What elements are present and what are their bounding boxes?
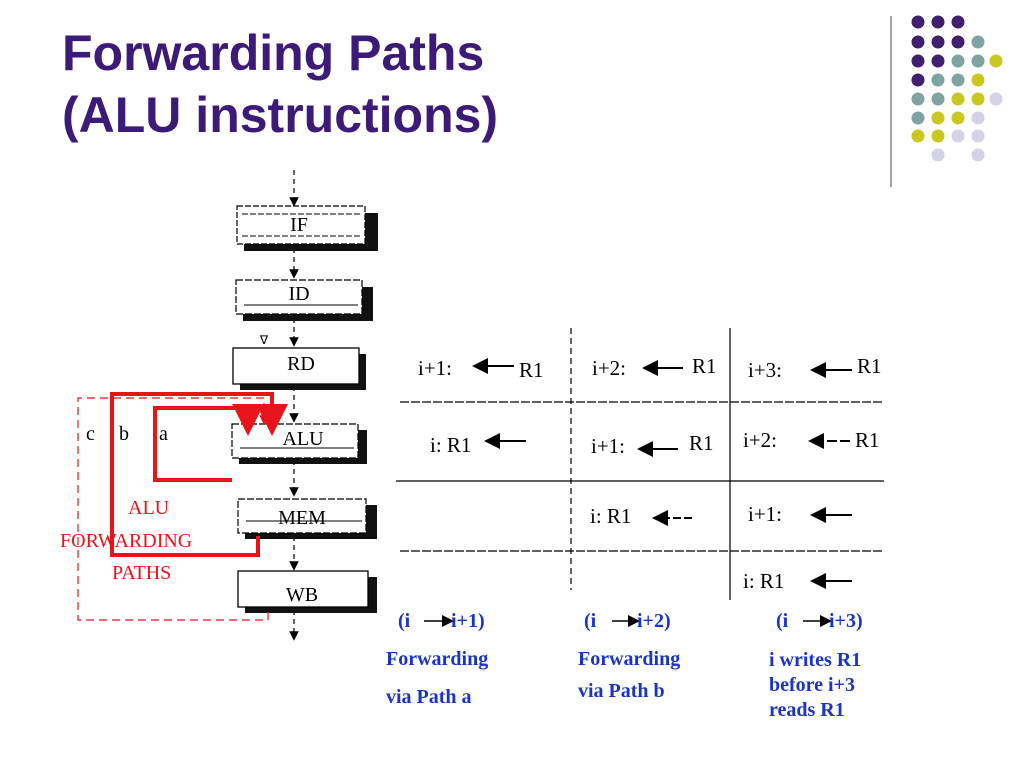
path-label-b: b: [119, 423, 129, 445]
caption3-line1: i writes R1: [769, 649, 862, 671]
col2-row1-reg: R1: [692, 354, 717, 378]
stage-box-wb: [237, 570, 377, 613]
forwarding-label-line2: FORWARDING: [60, 530, 193, 552]
col3-row2-instr: i+2:: [743, 428, 778, 452]
col2-row1-instr: i+2:: [592, 356, 627, 380]
dot-grid-decoration: [911, 15, 1003, 162]
caption2-head-right: i+2): [637, 610, 671, 632]
forwarding-path-b: [110, 392, 288, 557]
caption3-line3: reads R1: [769, 699, 845, 721]
forwarding-label-line1: ALU: [128, 497, 170, 519]
col2-row2-instr: i+1:: [591, 434, 626, 458]
col1-row1-reg: R1: [519, 358, 544, 382]
col2-row2-reg: R1: [689, 431, 714, 455]
caption3-head-left: (i: [776, 610, 789, 632]
col3-row2-reg: R1: [855, 428, 880, 452]
stage-box-id: [235, 279, 373, 321]
col3-row1-instr: i+3:: [748, 358, 783, 382]
title-line-1: Forwarding Paths: [62, 25, 485, 81]
table-arrows: [472, 358, 852, 589]
col1-row1-instr: i+1:: [418, 356, 453, 380]
stage-box-if: [236, 205, 378, 251]
caption1-head-left: (i: [398, 610, 411, 632]
col1-row2-instr: i: R1: [430, 433, 472, 457]
col3-row1-reg: R1: [857, 354, 882, 378]
slide-title: Forwarding Paths (ALU instructions): [62, 22, 498, 146]
caption1-head-right: i+1): [451, 610, 485, 632]
stage-label-id: ID: [288, 283, 310, 305]
col3-row3-instr: i+1:: [748, 502, 783, 526]
caption2-line1: Forwarding: [578, 648, 681, 670]
caption3-head-right: i+3): [829, 610, 863, 632]
caption1-line1: Forwarding: [386, 648, 489, 670]
stage-label-if: IF: [290, 214, 308, 236]
stage-label-mem: MEM: [278, 507, 326, 529]
forwarding-label-line3: PATHS: [112, 562, 172, 584]
caption2-line2: via Path b: [578, 680, 665, 702]
path-label-a: a: [159, 423, 168, 445]
path-label-c: c: [86, 423, 95, 445]
col2-row3-instr: i: R1: [590, 504, 632, 528]
timing-table-grid: [396, 328, 884, 600]
small-triangle-mark: ∇: [259, 333, 269, 347]
caption3-line2: before i+3: [769, 674, 856, 696]
col3-row4-instr: i: R1: [743, 569, 785, 593]
stage-label-rd: RD: [287, 353, 315, 375]
title-line-2: (ALU instructions): [62, 87, 499, 143]
forwarding-path-a: [153, 404, 264, 482]
stage-box-rd: [232, 347, 366, 390]
forwarding-path-c: [77, 397, 269, 621]
stage-label-alu: ALU: [282, 428, 324, 450]
stage-label-wb: WB: [285, 584, 319, 606]
caption1-line2: via Path a: [386, 686, 472, 708]
stage-box-mem: [237, 498, 377, 539]
caption2-head-left: (i: [584, 610, 597, 632]
